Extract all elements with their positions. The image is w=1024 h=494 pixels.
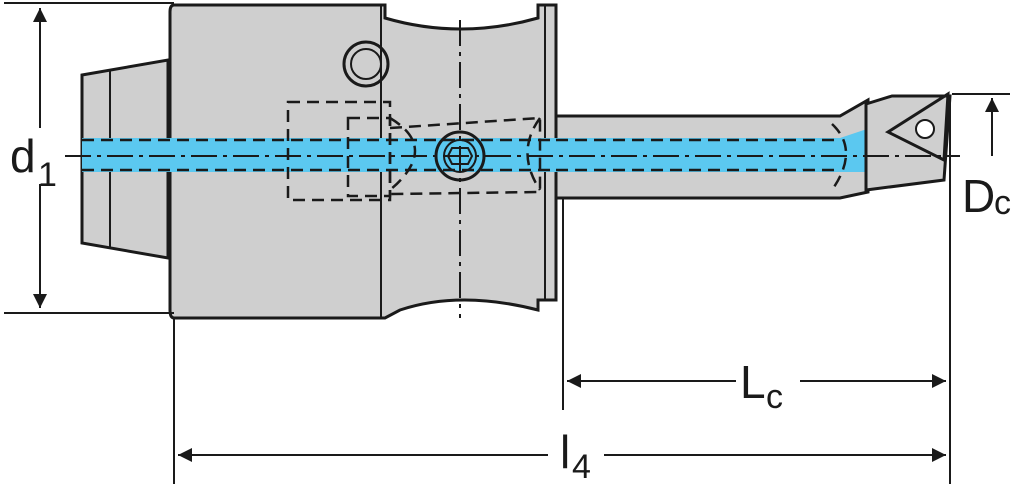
dc-label-sub: c [994,184,1011,222]
hidden-clamp [346,116,392,198]
l4-label-sub: 4 [572,448,591,486]
dc-label: D [962,170,995,222]
hidden-bore [286,100,392,202]
hidden-coolant-bend [830,123,848,191]
d1-label: d [10,130,36,182]
screw-hole [342,40,390,88]
cutting-insert [884,91,950,163]
lc-label: L [740,356,766,408]
screw-hole-inner [350,48,382,80]
insert-screw [915,119,935,139]
hidden-clamp-arc [389,116,417,191]
hidden-bar-arc [526,117,542,191]
lc-label-sub: c [766,378,783,416]
l4-label: l [560,426,570,478]
d1-label-sub: 1 [38,156,57,194]
